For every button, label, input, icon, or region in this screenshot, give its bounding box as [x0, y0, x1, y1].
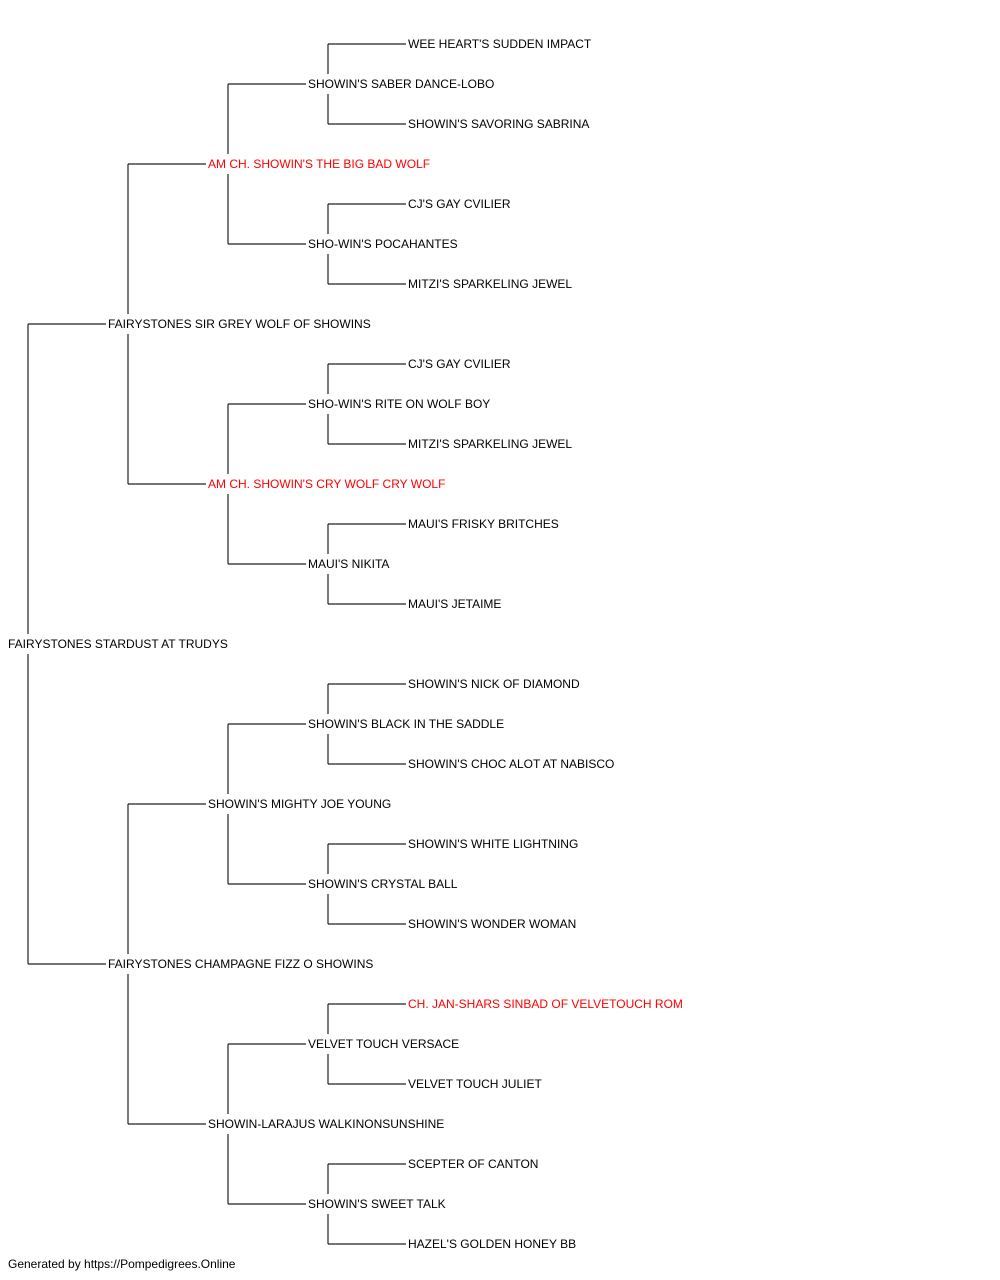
pedigree-entry[interactable]: SHOWIN'S CRYSTAL BALL	[308, 877, 460, 891]
pedigree-entry[interactable]: MAUI'S FRISKY BRITCHES	[408, 517, 561, 531]
pedigree-entry[interactable]: SHO-WIN'S POCAHANTES	[308, 237, 460, 251]
pedigree-entry[interactable]: SHOWIN'S WHITE LIGHTNING	[408, 837, 581, 851]
pedigree-entry[interactable]: MITZI'S SPARKELING JEWEL	[408, 437, 575, 451]
pedigree-entry[interactable]: MAUI'S NIKITA	[308, 557, 392, 571]
pedigree-entry[interactable]: MAUI'S JETAIME	[408, 597, 504, 611]
pedigree-entry[interactable]: AM CH. SHOWIN'S THE BIG BAD WOLF	[208, 157, 433, 171]
pedigree-entry[interactable]: SHO-WIN'S RITE ON WOLF BOY	[308, 397, 493, 411]
pedigree-entry[interactable]: CH. JAN-SHARS SINBAD OF VELVETOUCH ROM	[408, 997, 685, 1011]
pedigree-entry[interactable]: VELVET TOUCH VERSACE	[308, 1037, 462, 1051]
pedigree-entry[interactable]: SHOWIN'S CHOC ALOT AT NABISCO	[408, 757, 617, 771]
pedigree-entry[interactable]: AM CH. SHOWIN'S CRY WOLF CRY WOLF	[208, 477, 448, 491]
pedigree-entry[interactable]: SHOWIN-LARAJUS WALKINONSUNSHINE	[208, 1117, 447, 1131]
pedigree-entry[interactable]: SHOWIN'S SAVORING SABRINA	[408, 117, 592, 131]
pedigree-entry[interactable]: SHOWIN'S NICK OF DIAMOND	[408, 677, 582, 691]
pedigree-entry[interactable]: VELVET TOUCH JULIET	[408, 1077, 544, 1091]
pedigree-entry[interactable]: FAIRYSTONES CHAMPAGNE FIZZ O SHOWINS	[108, 957, 376, 971]
pedigree-entry[interactable]: CJ'S GAY CVILIER	[408, 197, 513, 211]
pedigree-entry[interactable]: SHOWIN'S SWEET TALK	[308, 1197, 448, 1211]
pedigree-entry[interactable]: SHOWIN'S BLACK IN THE SADDLE	[308, 717, 507, 731]
pedigree-entry[interactable]: FAIRYSTONES STARDUST AT TRUDYS	[8, 637, 230, 651]
pedigree-entry[interactable]: SHOWIN'S MIGHTY JOE YOUNG	[208, 797, 394, 811]
pedigree-entry[interactable]: HAZEL'S GOLDEN HONEY BB	[408, 1237, 579, 1251]
pedigree-entry[interactable]: SHOWIN'S SABER DANCE-LOBO	[308, 77, 497, 91]
pedigree-entry[interactable]: SHOWIN'S WONDER WOMAN	[408, 917, 579, 931]
pedigree-entry[interactable]: SCEPTER OF CANTON	[408, 1157, 541, 1171]
pedigree-entry[interactable]: CJ'S GAY CVILIER	[408, 357, 513, 371]
footer-credit: Generated by https://Pompedigrees.Online	[8, 1257, 236, 1271]
pedigree-entry[interactable]: MITZI'S SPARKELING JEWEL	[408, 277, 575, 291]
pedigree-entry[interactable]: WEE HEART'S SUDDEN IMPACT	[408, 37, 594, 51]
pedigree-entry[interactable]: FAIRYSTONES SIR GREY WOLF OF SHOWINS	[108, 317, 373, 331]
